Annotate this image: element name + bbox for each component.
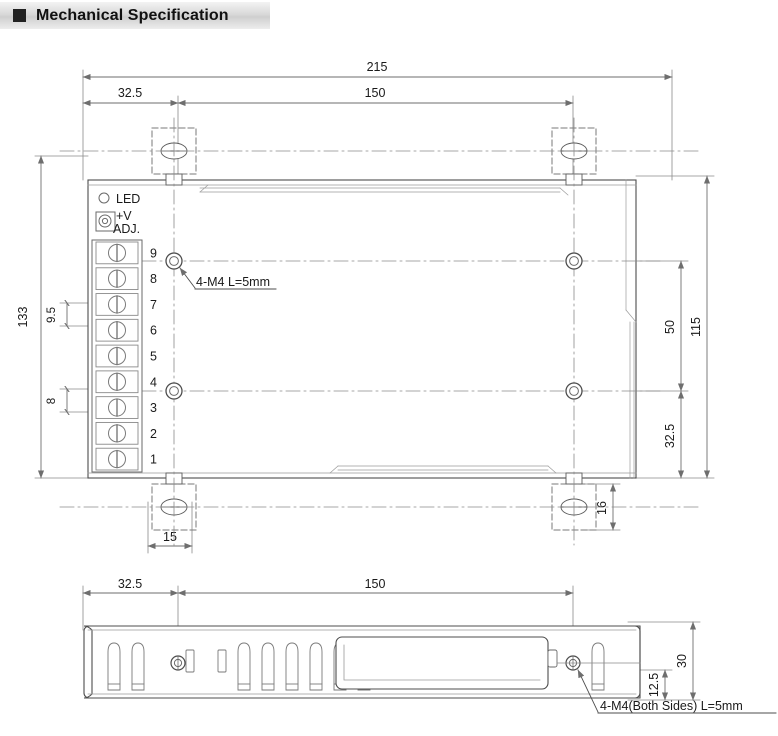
vent-slot [237,642,251,691]
dim-terminal-edge: 8 [46,398,58,404]
side-recess [335,636,549,690]
terminal-number: 7 [150,298,157,312]
dim-bracket-height: 16 [595,501,609,515]
dim-right-lower: 32.5 [663,424,677,448]
dim-mount-offset-left-side: 32.5 [118,577,142,591]
vent-slot [131,642,145,691]
vent-slot [285,642,299,691]
dim-terminal-pitch: 9.5 [46,307,58,323]
terminal-number: 9 [150,246,157,260]
terminal-number: 4 [150,375,157,389]
dim-right-overall: 115 [689,317,703,337]
m4-hole-bottom-right [565,382,583,400]
dim-overall-height: 133 [16,307,30,328]
terminal-number: 1 [150,453,157,467]
led-indicator-icon [98,192,110,204]
filled-square-icon [13,9,26,22]
dim-right-upper: 50 [663,320,677,334]
dim-screw-height: 12.5 [647,673,661,697]
callout-side-view: 4-M4(Both Sides) L=5mm [600,699,743,713]
callout-top-view: 4-M4 L=5mm [196,275,270,289]
section-header: Mechanical Specification [0,2,270,29]
dim-mount-span-top: 150 [365,86,386,100]
label-adj-line1: +V [116,209,132,223]
vent-slot [261,642,275,691]
terminal-number: 2 [150,427,157,441]
dim-bracket-width: 15 [163,530,177,544]
side-slot-left [185,649,195,673]
vent-slot [309,642,323,691]
dim-mount-offset-left-top: 32.5 [118,86,142,100]
m4-screw-side-left [170,655,186,671]
label-led: LED [116,192,140,206]
m4-hole-top-left [165,252,183,270]
label-adj-line2: ADJ. [113,222,140,236]
terminal-number: 8 [150,272,157,286]
m4-hole-top-right [565,252,583,270]
vent-slot [591,642,605,691]
terminal-number: 6 [150,324,157,338]
side-slot-right [217,649,227,673]
vent-slot [107,642,121,691]
page-title: Mechanical Specification [36,6,229,24]
terminal-number: 3 [150,401,157,415]
dim-overall-depth: 30 [675,654,689,668]
terminal-number: 5 [150,350,157,364]
m4-hole-bottom-left [165,382,183,400]
dim-mount-span-side: 150 [365,577,386,591]
dim-overall-width: 215 [367,60,388,74]
